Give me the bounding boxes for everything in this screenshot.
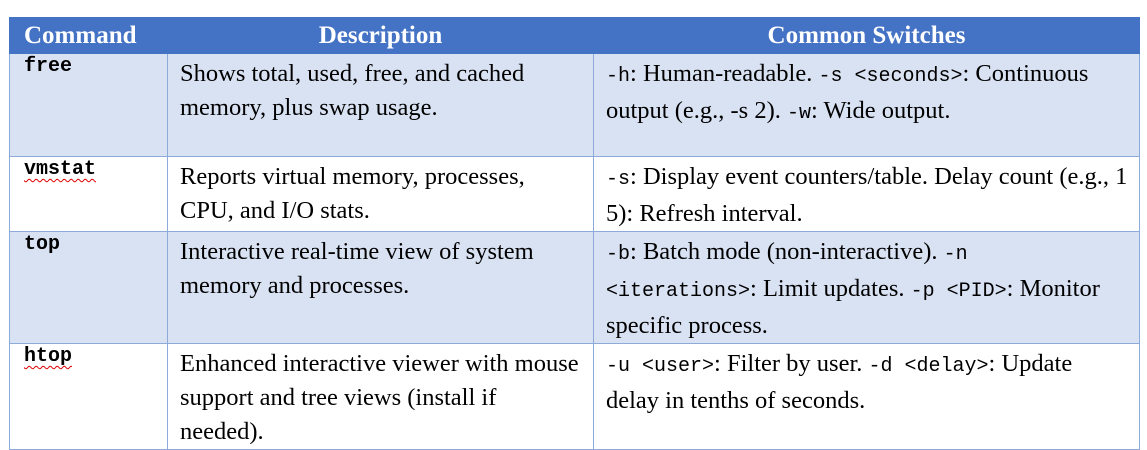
table-row: free Shows total, used, free, and cached… <box>9 53 1140 157</box>
switch-description: : Update delay in tenths of seconds. <box>606 350 1073 414</box>
command-name: top <box>24 233 61 256</box>
switch-flag: -n <iterations> <box>606 243 968 303</box>
switch-flag: -d <delay> <box>868 355 989 378</box>
command-cell: top <box>9 231 168 344</box>
switch-description: : Human-readable. <box>630 60 819 87</box>
switch-flag: -p <PID> <box>910 280 1007 303</box>
switch-description: : Wide output. <box>811 97 951 124</box>
command-cell: free <box>9 53 168 157</box>
switch-description: : Limit updates. <box>750 275 911 302</box>
switch-flag: -u <user> <box>606 355 715 378</box>
switches-cell: -h: Human-readable. -s <seconds>: Contin… <box>593 53 1140 157</box>
table-row: htop Enhanced interactive viewer with mo… <box>9 343 1140 450</box>
header-description: Description <box>167 17 594 54</box>
switch-description: : Continuous output (e.g., -s 2). <box>606 60 1089 124</box>
description-cell: Interactive real-time view of system mem… <box>167 231 594 344</box>
command-cell: htop <box>9 343 168 450</box>
header-switches: Common Switches <box>593 17 1140 54</box>
command-cell: vmstat <box>9 156 168 232</box>
table-row: vmstat Reports virtual memory, processes… <box>9 156 1140 232</box>
switch-description: : Batch mode (non-interactive). <box>630 238 944 265</box>
memory-commands-table: Command Description Common Switches free… <box>9 17 1140 450</box>
description-cell: Shows total, used, free, and cached memo… <box>167 53 594 157</box>
switch-description: : Display event counters/table. Delay co… <box>606 163 1128 227</box>
switch-flag: -s <box>606 168 631 191</box>
switch-description: : Filter by user. <box>714 350 869 377</box>
command-name: htop <box>24 345 73 368</box>
switches-cell: -b: Batch mode (non-interactive). -n <it… <box>593 231 1140 344</box>
switch-flag: -w <box>787 102 812 125</box>
switches-cell: -u <user>: Filter by user. -d <delay>: U… <box>593 343 1140 450</box>
command-name: vmstat <box>24 158 97 181</box>
switch-flag: -s <seconds> <box>818 65 963 88</box>
switch-description: : Monitor specific process. <box>606 275 1100 339</box>
switches-cell: -s: Display event counters/table. Delay … <box>593 156 1140 232</box>
header-row: Command Description Common Switches <box>9 17 1140 54</box>
description-cell: Reports virtual memory, processes, CPU, … <box>167 156 594 232</box>
table-row: top Interactive real-time view of system… <box>9 231 1140 344</box>
switch-flag: -h <box>606 65 631 88</box>
header-command: Command <box>9 17 168 54</box>
description-cell: Enhanced interactive viewer with mouse s… <box>167 343 594 450</box>
switch-flag: -b <box>606 243 631 266</box>
command-name: free <box>24 55 73 78</box>
